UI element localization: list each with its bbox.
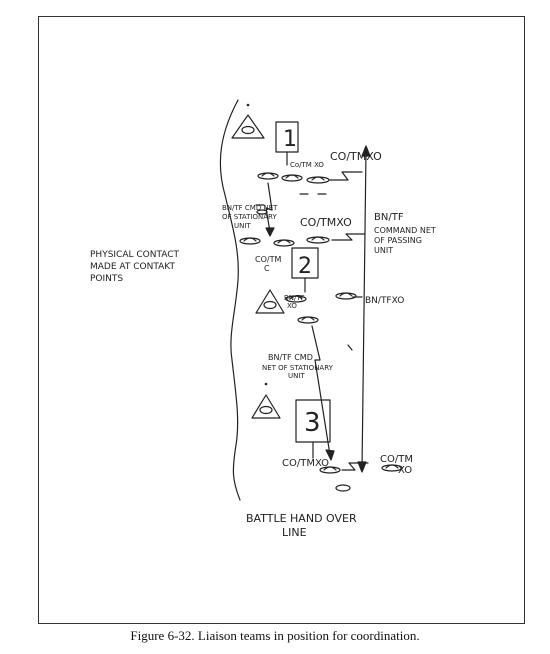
vehicle-symbols: [239, 172, 403, 492]
company-number-3: 3: [304, 408, 321, 438]
label-co-tm-xo-small: Co/TM XO: [290, 161, 324, 169]
label-bn-tf-xo-right: BN/TFXO: [365, 296, 404, 306]
dash-marks: [255, 193, 327, 206]
company-number-1: 1: [283, 127, 297, 152]
label-co-tm-xo-top-right: CO/TMXO: [330, 150, 382, 163]
company-box-1: [275, 121, 299, 166]
observation-post-icon-bottom: [251, 382, 281, 419]
figure-caption: Figure 6-32. Liaison teams in position f…: [130, 628, 420, 643]
label-co-tm-xo-middle: CO/TMXO: [300, 216, 352, 229]
observation-post-icon-top: [231, 103, 265, 139]
company-box-3: [295, 399, 331, 459]
observation-post-icon-middle: [255, 289, 285, 314]
company-number-2: 2: [298, 254, 312, 279]
battle-handover-line: [219, 99, 241, 501]
radio-net-lines: [265, 145, 371, 473]
label-co-tm-xo-bottom-left: CO/TMXO: [282, 458, 329, 469]
company-box-2: [291, 247, 319, 293]
figure-frame: [38, 16, 525, 624]
